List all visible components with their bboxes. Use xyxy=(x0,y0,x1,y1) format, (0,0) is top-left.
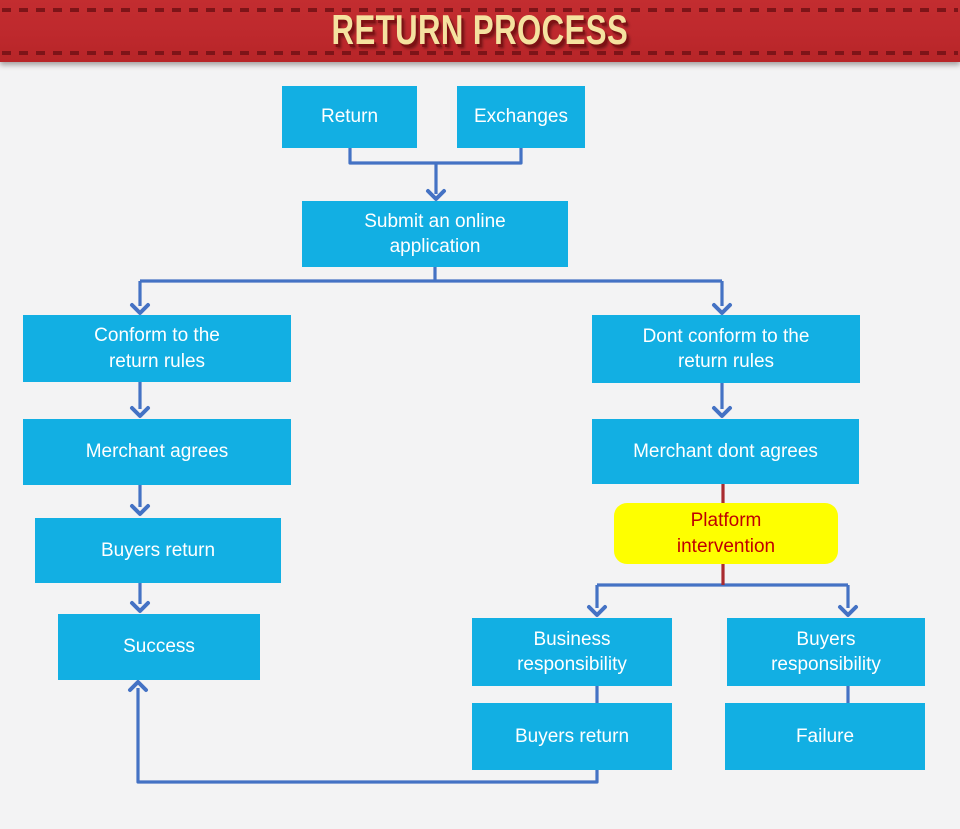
connector-split-submit xyxy=(138,267,724,306)
banner-stitch-top xyxy=(2,8,958,12)
node-exchanges: Exchanges xyxy=(457,86,585,148)
node-dont-conform-rules-label: Dont conform to the return rules xyxy=(642,325,810,372)
node-submit-application: Submit an online application xyxy=(302,201,568,267)
node-buyers-return-left-label: Buyers return xyxy=(100,539,216,561)
node-platform-intervention-label: Platform intervention xyxy=(676,510,776,557)
node-buyers-return-left: Buyers return xyxy=(35,518,281,583)
node-success-label: Success xyxy=(123,636,195,658)
arrow-down-into-merchant-agrees xyxy=(130,406,150,418)
arrow-down-into-buyers-responsibility xyxy=(838,605,858,617)
node-buyers-return-bottom-label: Buyers return xyxy=(514,725,630,747)
connector-merge-return-exchanges xyxy=(348,148,523,194)
arrow-down-into-success-top xyxy=(130,601,150,613)
node-success: Success xyxy=(58,614,260,680)
node-buyers-responsibility: Buyers responsibility xyxy=(727,618,925,686)
node-conform-rules-label: Conform to the return rules xyxy=(94,325,220,372)
arrow-up-into-success-bottom xyxy=(128,680,148,692)
connector-split-platform xyxy=(595,583,850,608)
node-return: Return xyxy=(282,86,417,148)
node-failure: Failure xyxy=(725,703,925,770)
node-conform-rules: Conform to the return rules xyxy=(23,315,291,382)
node-merchant-dont-agrees-label: Merchant dont agrees xyxy=(633,440,818,462)
node-buyers-return-bottom: Buyers return xyxy=(472,703,672,770)
node-return-label: Return xyxy=(320,106,379,128)
arrow-down-into-submit xyxy=(426,189,446,201)
title-banner: RETURN PROCESS xyxy=(0,0,960,62)
page-title: RETURN PROCESS xyxy=(331,7,629,54)
arrow-down-into-buyers-return-left xyxy=(130,504,150,516)
arrow-down-into-dont-conform xyxy=(712,303,732,315)
node-merchant-agrees-label: Merchant agrees xyxy=(85,441,229,463)
node-dont-conform-rules: Dont conform to the return rules xyxy=(592,315,860,383)
arrow-down-into-merchant-dont-agrees xyxy=(712,406,732,418)
node-buyers-responsibility-label: Buyers responsibility xyxy=(771,628,881,675)
node-business-responsibility-label: Business responsibility xyxy=(517,628,627,675)
node-merchant-dont-agrees: Merchant dont agrees xyxy=(592,419,859,484)
node-exchanges-label: Exchanges xyxy=(473,106,568,128)
arrow-down-into-business-responsibility xyxy=(587,605,607,617)
arrow-down-into-conform xyxy=(130,303,150,315)
connector-feedback-loop-to-success xyxy=(136,688,599,784)
node-failure-label: Failure xyxy=(795,725,855,747)
arrowheads xyxy=(128,189,858,692)
node-business-responsibility: Business responsibility xyxy=(472,618,672,686)
node-merchant-agrees: Merchant agrees xyxy=(23,419,291,485)
banner-stitch-bottom xyxy=(2,51,958,55)
node-platform-intervention: Platform intervention xyxy=(614,503,838,564)
node-submit-application-label: Submit an online application xyxy=(364,210,506,257)
blue-connector-lines xyxy=(136,148,850,784)
